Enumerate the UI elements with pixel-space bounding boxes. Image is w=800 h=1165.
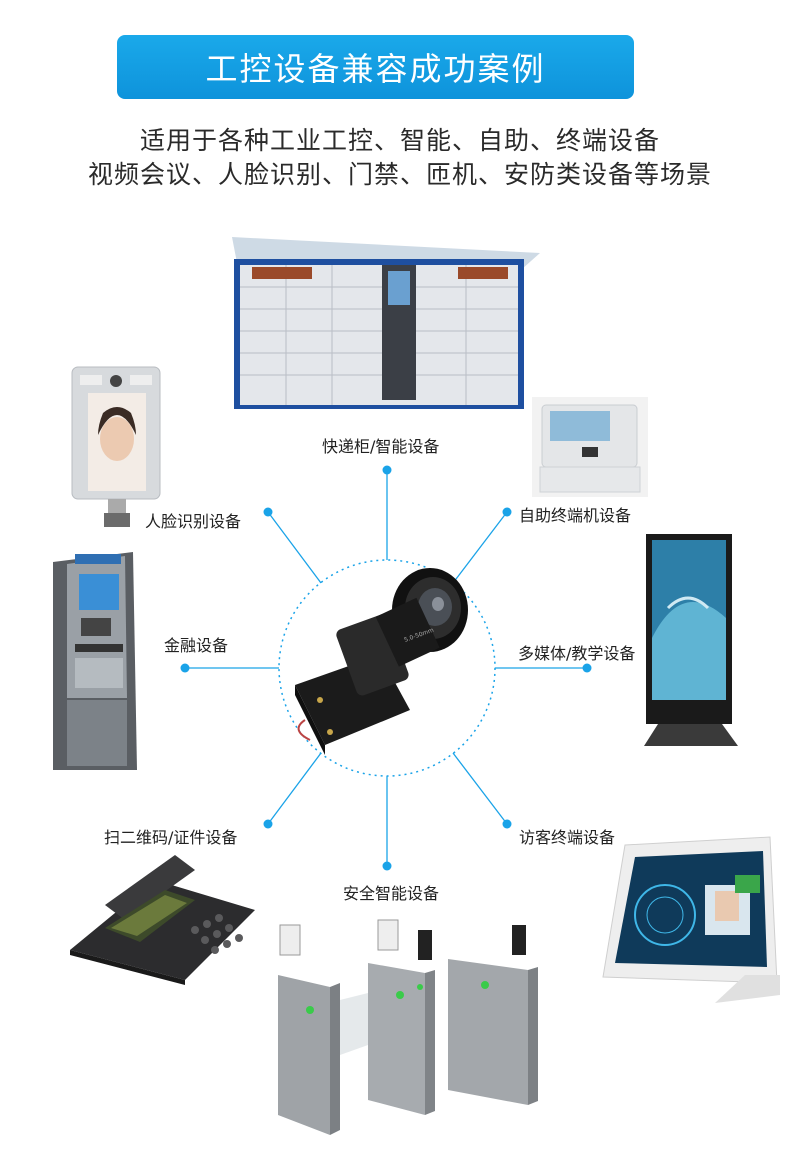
label-parcel-locker: 快递柜/智能设备 (322, 437, 440, 456)
subtitle-line-2: 视频会议、人脸识别、门禁、匝机、安防类设备等场景 (87, 160, 712, 189)
visitor-terminal-icon (602, 836, 780, 1003)
turnstile-gate-icon (278, 919, 538, 1135)
camera-module-icon: 5.0-50mm (295, 568, 468, 755)
label-visitor-terminal: 访客终端设备 (519, 828, 616, 847)
title-banner: 工控设备兼容成功案例 (117, 35, 634, 99)
label-qr-scanner: 扫二维码/证件设备 (104, 828, 238, 847)
label-self-service-kiosk: 自助终端机设备 (519, 506, 632, 525)
label-face-recognition: 人脸识别设备 (145, 512, 242, 531)
pos-terminal-icon (70, 855, 255, 985)
atm-icon (53, 552, 137, 770)
label-multimedia: 多媒体/教学设备 (518, 644, 636, 663)
self-service-kiosk-icon (532, 397, 648, 497)
page-title: 工控设备兼容成功案例 (205, 50, 546, 88)
subtitle-line-1: 适用于各种工业工控、智能、自助、终端设备 (139, 126, 660, 155)
face-recognition-terminal-icon (71, 366, 161, 527)
vertical-display-icon (644, 534, 738, 746)
label-financial: 金融设备 (164, 636, 229, 655)
label-security: 安全智能设备 (343, 884, 440, 903)
parcel-locker-icon (232, 237, 540, 409)
